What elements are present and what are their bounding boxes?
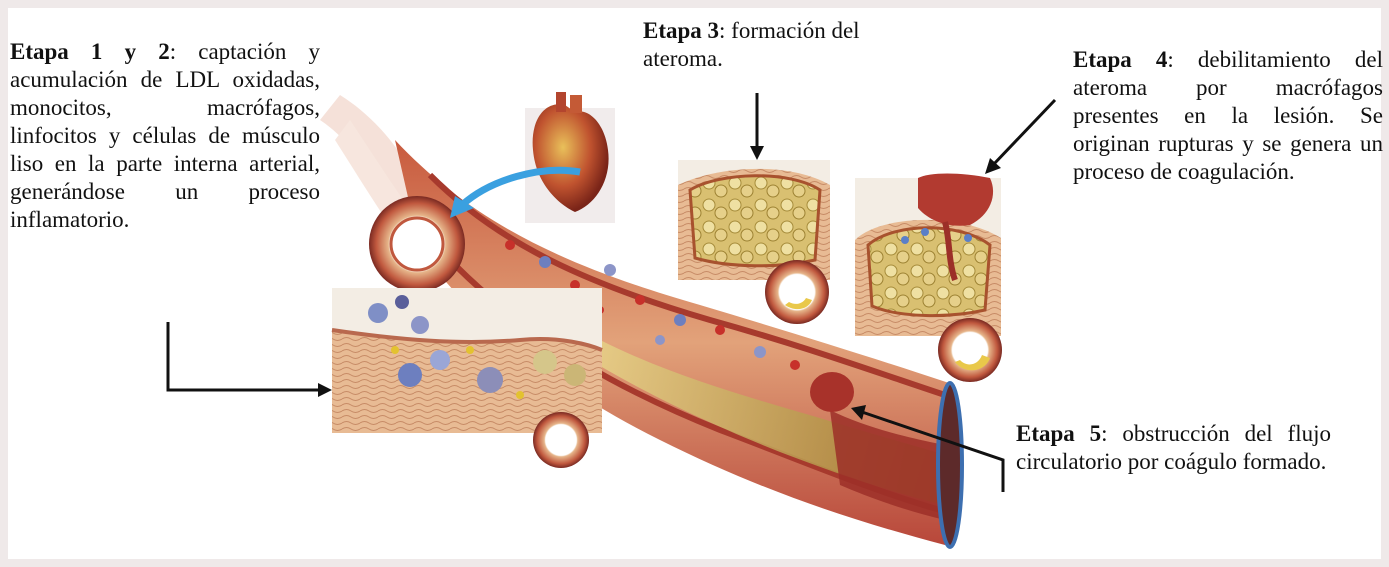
cross-section-ring-main [369,196,465,292]
heart-image [525,92,615,223]
stage-1-2-inset [332,288,602,433]
cross-section-ring-stage-3 [765,260,829,324]
clot-cluster [810,372,854,412]
stage-4-inset [855,174,1001,337]
cross-section-ring-stage-4 [938,318,1002,382]
cross-section-ring-stage-1-2 [533,412,589,468]
